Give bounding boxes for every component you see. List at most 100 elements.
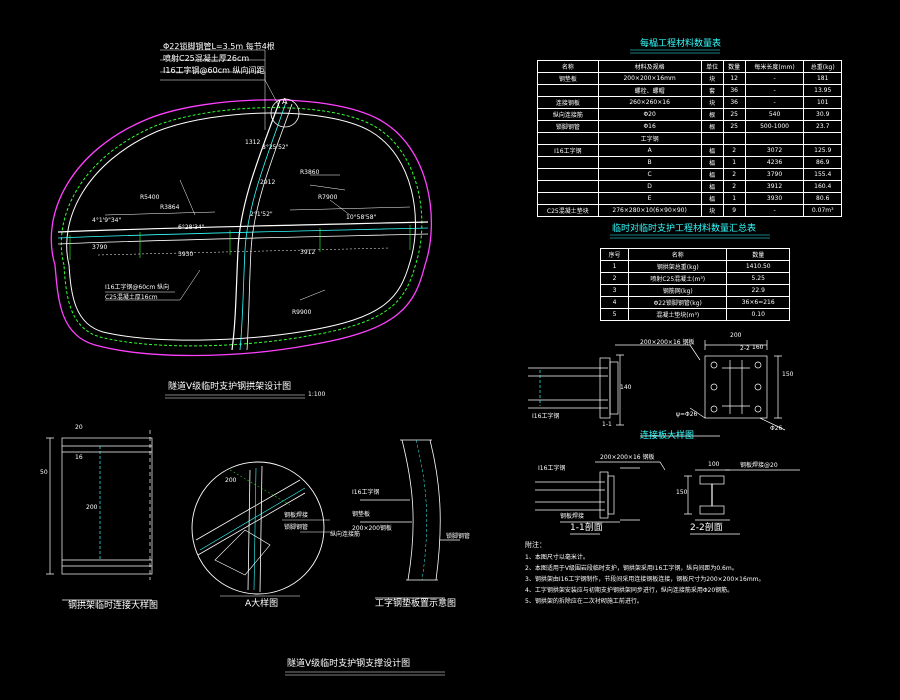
- table-cell: 3930: [744, 192, 805, 205]
- plate-detail-title: 工字钢垫板置示意图: [375, 599, 457, 609]
- plate-detail-drawing: [360, 439, 460, 599]
- plan-label-bottom-3: R9900: [292, 309, 312, 316]
- table-header-cell: 单位: [700, 60, 724, 73]
- plan-label-bottom-1: I16工字钢@60cm 纵向: [105, 284, 170, 291]
- table-cell: 榀: [700, 144, 724, 157]
- table-cell: 160.4: [803, 180, 842, 193]
- section-label-100: 100: [708, 461, 720, 468]
- joint-label-150: 150: [782, 371, 794, 378]
- table-cell: 101: [803, 96, 842, 109]
- joint-detail-drawing: [528, 340, 786, 437]
- detail-a-marker: [270, 98, 300, 128]
- plan-dim-v2: R3864: [160, 204, 180, 211]
- plate-label-pipe: 锁脚钢管: [446, 533, 471, 540]
- table-cell: 3912: [744, 180, 805, 193]
- table-cell: 36: [722, 84, 746, 97]
- table-cell: 3: [599, 284, 630, 297]
- table-cell: 榀: [700, 168, 724, 181]
- table-header-cell: 序号: [599, 248, 630, 261]
- note-5: 5、钢拱架的拆除应在二次衬砌施工前进行。: [525, 598, 643, 605]
- table-header-row: 名称材料及规格单位数量每米长度(mm)总重(kg): [537, 60, 842, 73]
- table-cell: 榀: [700, 156, 724, 169]
- table-cell: 钢筋网(kg): [628, 284, 728, 297]
- plan-dim-v5: R3860: [300, 169, 320, 176]
- table-cell: -: [744, 84, 805, 97]
- plan-dim-v1: R5400: [140, 194, 160, 201]
- plate-label-pad: 钢垫板: [352, 511, 371, 518]
- table-cell: 200×200×16mm: [597, 72, 702, 85]
- table-cell: C: [597, 168, 702, 181]
- tunnel-outer-lining: [50, 99, 433, 357]
- table-cell: 榀: [700, 180, 724, 193]
- table-cell: 36×6=216: [726, 296, 790, 309]
- table-cell: 纵向连接筋: [537, 108, 599, 121]
- a-detail-label-weld: 钢板焊接: [284, 512, 309, 519]
- joint-label-plate: 200×200×16 钢板: [640, 339, 695, 346]
- table-cell: 22.9: [726, 284, 790, 297]
- left-detail-dim-16: 16: [75, 454, 83, 461]
- plan-angle-right: 10°58'58": [346, 214, 377, 221]
- left-detail-dim-200: 200: [86, 504, 98, 511]
- plan-angle-mid: 6°28'34": [178, 224, 205, 231]
- a-detail-label-bar: 纵向连接筋: [330, 531, 361, 538]
- table-cell: 2: [722, 168, 746, 181]
- joint-label-sec1: 1-1: [602, 421, 612, 428]
- plan-dim-v3: 1312: [245, 139, 261, 146]
- table-cell: 螺栓、螺帽: [597, 84, 702, 97]
- table-cell: 根: [700, 120, 724, 133]
- table-cell: E: [597, 192, 702, 205]
- table-cell: 540: [744, 108, 805, 121]
- section-label-weld: 钢板焊接: [560, 513, 585, 520]
- table-cell: C25混凝土垫块: [537, 204, 599, 217]
- tunnel-inner-lining: [60, 107, 423, 347]
- left-detail-dim-20: 20: [75, 424, 83, 431]
- table-cell: 500-1000: [744, 120, 805, 133]
- table-cell: 260×260×16: [597, 96, 702, 109]
- plan-label-top-1: Φ22锁脚钢管L=3.5m 每节4根: [163, 42, 275, 51]
- table-cell: 喷射C25混凝土(m³): [628, 272, 728, 285]
- tunnel-cross-section: [50, 49, 433, 357]
- steel-table-title: 每榀工程材料数量表: [640, 39, 722, 49]
- plate-label-steel: 200×200钢板: [352, 525, 392, 532]
- table-cell: [803, 132, 842, 145]
- section-label-plate: 200×200×16 钢板: [600, 454, 655, 461]
- table-cell: 276×280×10(6×90×90): [597, 204, 702, 217]
- table-cell: D: [597, 180, 702, 193]
- table-cell: [700, 132, 724, 145]
- table-cell: 30.9: [803, 108, 842, 121]
- a-detail-label-200: 200: [225, 477, 237, 484]
- notes-title: 附注：: [525, 541, 546, 549]
- table-cell: 2: [722, 180, 746, 193]
- table-cell: [537, 84, 599, 97]
- table-cell: 23.7: [803, 120, 842, 133]
- table-header-cell: 数量: [726, 248, 790, 261]
- table-cell: A: [597, 144, 702, 157]
- table-cell: [537, 132, 599, 145]
- joint-label-sec2: 2-2: [740, 345, 750, 352]
- table-cell: 1: [722, 156, 746, 169]
- main-plan-scale: 1:100: [308, 391, 326, 398]
- table-header-cell: 名称: [628, 248, 728, 261]
- plan-dim-left: 3790: [92, 244, 108, 251]
- plate-label-i16: I16工字钢: [352, 489, 380, 496]
- a-detail-label-pipe: 锁脚钢管: [284, 524, 309, 531]
- table-cell: 25: [722, 108, 746, 121]
- temporary-horizontal-strut: [57, 221, 429, 233]
- table-header-row: 序号名称数量: [599, 248, 790, 261]
- table-cell: -: [744, 204, 805, 217]
- table-cell: 36: [722, 96, 746, 109]
- table-cell: 5.25: [726, 272, 790, 285]
- table-cell: 2: [599, 272, 630, 285]
- pipe-detail-title: 钢拱架临时连接大样图: [68, 601, 159, 611]
